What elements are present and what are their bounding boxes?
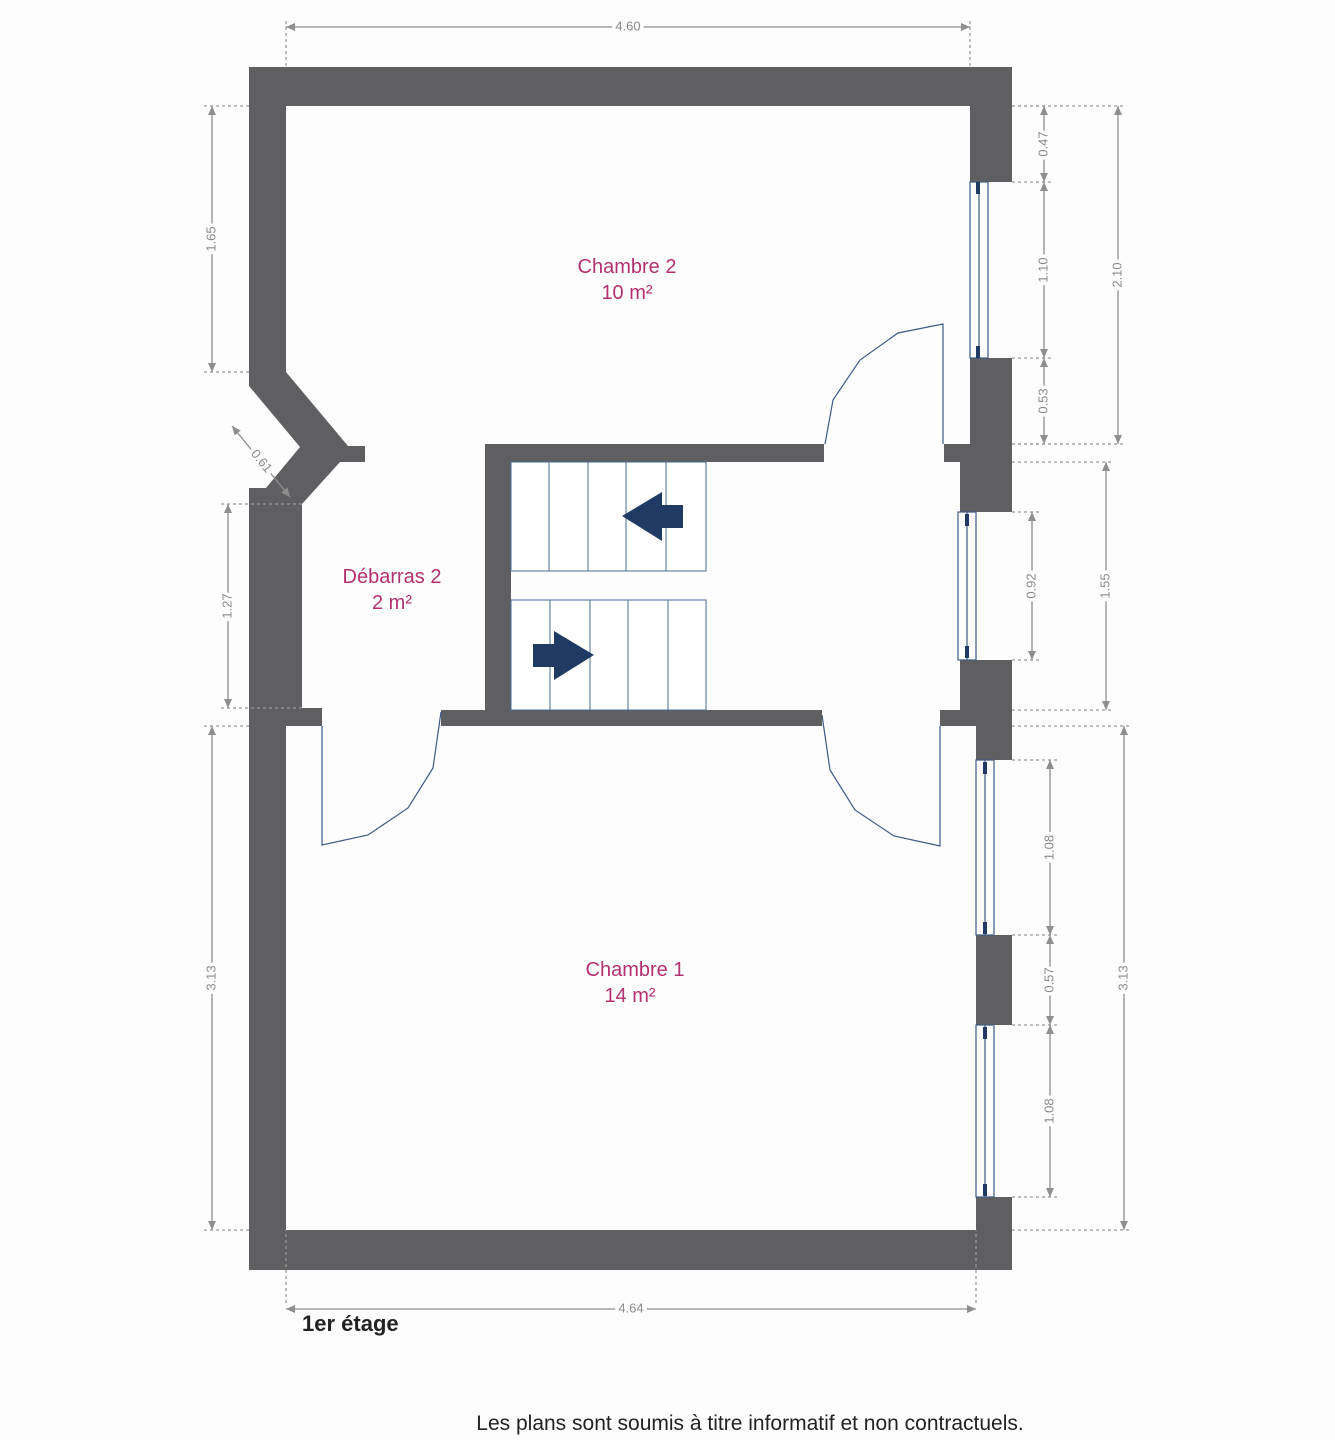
window-1: [969, 181, 989, 359]
left-wall-lower: [249, 708, 286, 1270]
dimension-arrow-icon: [1046, 1025, 1054, 1034]
room-chambre-2: Chambre 2 10 m²: [578, 256, 677, 304]
dimension-arrow-icon: [961, 23, 970, 31]
room-name: Débarras 2: [343, 566, 442, 588]
right-wall-2: [970, 358, 1012, 444]
right-wall-7: [976, 1197, 1012, 1270]
dimension-arrow-icon: [1114, 435, 1122, 444]
dimension-label: 0.47: [1035, 131, 1050, 156]
dimension-arrow-icon: [1046, 1016, 1054, 1025]
walls: [249, 67, 1012, 1270]
dimension-arrow-icon: [1028, 651, 1036, 660]
dimension-arrow-icon: [1040, 182, 1048, 191]
dimension-arrow-icon: [1120, 726, 1128, 735]
window-3: [975, 759, 995, 936]
room-area: 2 m²: [372, 592, 412, 614]
dimension-label: 1.55: [1097, 573, 1112, 598]
dimension-arrow-icon: [208, 726, 216, 735]
partition-right-upper: [944, 444, 1012, 462]
dimension-label: 3.13: [1115, 965, 1130, 990]
right-wall-4: [960, 660, 1012, 710]
dimension-label: 1.10: [1035, 257, 1050, 282]
dimension-label: 1.08: [1041, 1098, 1056, 1123]
dimension-label: 1.65: [203, 226, 218, 251]
dimension-label: 1.27: [219, 593, 234, 618]
chimney-wall: [249, 372, 365, 708]
windows: [957, 181, 995, 1198]
right-wall-1: [970, 67, 1012, 182]
dimension-arrow-icon: [967, 1305, 976, 1313]
dimension-label: 3.13: [203, 965, 218, 990]
dimension-arrow-icon: [1040, 349, 1048, 358]
dimension-arrow-icon: [1114, 106, 1122, 115]
door-debarras-2: [321, 711, 442, 846]
room-area: 14 m²: [604, 985, 655, 1007]
floor-label: 1er étage: [302, 1311, 399, 1336]
partition-right-lower: [940, 710, 1012, 726]
dimension-arrow-icon: [1046, 935, 1054, 944]
dimension-label: 0.92: [1023, 573, 1038, 598]
stair-wall-bottom: [441, 710, 822, 726]
bottom-wall: [249, 1230, 1012, 1270]
dimension-arrow-icon: [232, 426, 241, 436]
left-wall-upper: [249, 67, 286, 373]
room-name: Chambre 1: [586, 959, 685, 981]
dimension-arrow-icon: [1120, 1221, 1128, 1230]
stair-arrow-right-icon: [533, 631, 594, 680]
room-area: 10 m²: [601, 282, 652, 304]
dimension-label: 0.57: [1041, 967, 1056, 992]
dimension-arrow-icon: [1046, 760, 1054, 769]
partition-debarras: [249, 708, 322, 726]
right-wall-5: [976, 726, 1012, 760]
disclaimer: Les plans sont soumis à titre informatif…: [476, 1412, 1024, 1435]
dimension-label: 0.53: [1035, 388, 1050, 413]
door-chambre-1: [821, 714, 941, 847]
dimension-line: [231, 425, 291, 498]
room-chambre-1: Chambre 1 14 m²: [586, 959, 685, 1007]
dimension-arrow-icon: [1102, 701, 1110, 710]
right-wall-6: [976, 935, 1012, 1025]
dimension-arrow-icon: [1102, 462, 1110, 471]
window-4: [975, 1024, 995, 1198]
dimension-label: 4.60: [615, 18, 640, 33]
stair-wall-top: [485, 444, 824, 462]
doors: [321, 323, 944, 847]
dimension-arrow-icon: [1040, 106, 1048, 115]
staircase[interactable]: [510, 461, 707, 711]
dimension-arrow-icon: [1028, 512, 1036, 521]
dimension-label: 2.10: [1109, 262, 1124, 287]
stair-arrow-left-icon: [622, 492, 683, 541]
dimension-arrow-icon: [224, 699, 232, 708]
room-debarras-2: Débarras 2 2 m²: [343, 566, 442, 614]
dimension-label: 4.64: [618, 1300, 643, 1315]
top-wall: [249, 67, 1012, 106]
dimension-arrow-icon: [286, 23, 295, 31]
room-name: Chambre 2: [578, 256, 677, 278]
dimension-arrow-icon: [1040, 358, 1048, 367]
dimension-arrow-icon: [1046, 926, 1054, 935]
dimension-arrow-icon: [208, 106, 216, 115]
dimension-arrow-icon: [1046, 1188, 1054, 1197]
dimension-arrow-icon: [208, 1221, 216, 1230]
right-wall-3: [960, 462, 1012, 512]
dimension-arrow-icon: [1040, 435, 1048, 444]
door-chambre-2: [824, 323, 944, 445]
dimension-arrow-icon: [224, 504, 232, 513]
dimension-label: 1.08: [1041, 835, 1056, 860]
stair-wall-left: [485, 444, 511, 726]
dimension-arrow-icon: [208, 363, 216, 372]
dimension-arrow-icon: [281, 487, 290, 497]
dimension-arrow-icon: [286, 1305, 295, 1313]
dimension-arrow-icon: [1040, 173, 1048, 182]
window-2: [957, 511, 977, 661]
